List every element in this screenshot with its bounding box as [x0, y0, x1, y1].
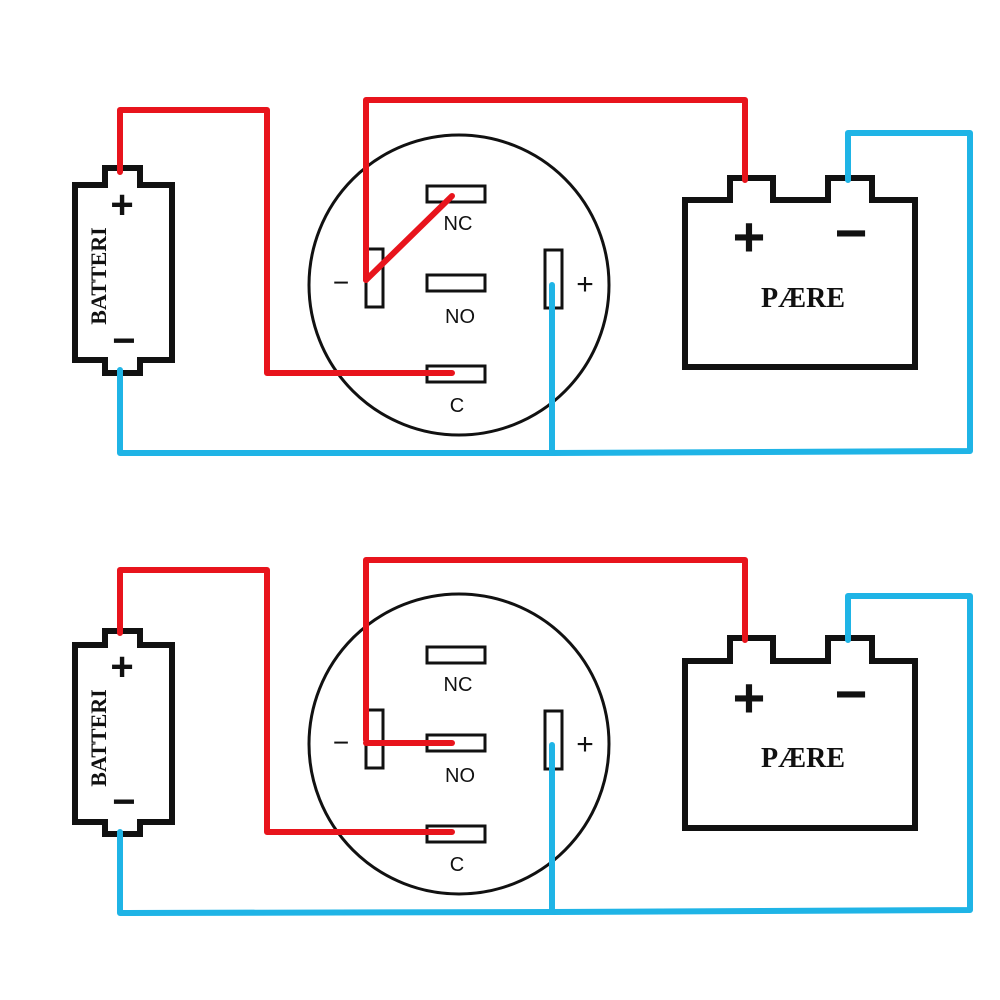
battery-label: BATTERI	[86, 689, 111, 786]
switch-plus-sign: +	[576, 728, 594, 761]
battery-minus-sign: −	[112, 319, 135, 363]
lamp-plus-sign: +	[733, 666, 766, 729]
switch-label-nc: NC	[444, 213, 473, 235]
switch-label-c: C	[450, 854, 464, 876]
lamp-body	[682, 635, 918, 831]
lamp-body	[682, 175, 918, 370]
wire-switch-minus-to-nc	[363, 193, 455, 283]
switch-label-no: NO	[445, 765, 475, 787]
lamp-label: PÆRE	[761, 743, 845, 774]
wire-battery-minus-return	[117, 593, 973, 916]
lamp: + − PÆRE	[682, 175, 918, 370]
wire-switch-minus-to-lamp-plus	[363, 97, 748, 283]
switch: NC NO C − +	[307, 592, 611, 896]
lamp: + − PÆRE	[682, 635, 918, 831]
switch-plus-sign: +	[576, 268, 594, 301]
battery: + − BATTERI	[72, 628, 175, 837]
battery-body	[72, 628, 175, 837]
battery: + − BATTERI	[72, 165, 175, 376]
wire-switch-minus-to-lamp-plus	[363, 557, 748, 743]
diagram-no: + − BATTERI NC NO C − + + − PÆRE	[72, 557, 973, 916]
switch-terminal-nc	[425, 645, 487, 665]
wire-battery-minus-return	[117, 130, 973, 456]
switch-label-nc: NC	[444, 674, 473, 696]
negative-wires	[117, 593, 973, 916]
positive-wires	[117, 557, 748, 835]
lamp-minus-sign: −	[835, 662, 868, 725]
switch-body	[307, 592, 611, 896]
switch-minus-sign: −	[333, 727, 349, 758]
switch-label-c: C	[450, 395, 464, 417]
battery-label: BATTERI	[86, 227, 111, 324]
lamp-minus-sign: −	[835, 201, 868, 264]
wire-battery-plus-to-c	[117, 567, 455, 835]
switch-minus-sign: −	[333, 267, 349, 298]
negative-wires	[117, 130, 973, 456]
battery-plus-sign: +	[110, 183, 133, 227]
battery-minus-sign: −	[112, 780, 135, 824]
switch: NC NO C − +	[307, 133, 611, 437]
switch-terminal-no	[425, 273, 487, 293]
lamp-plus-sign: +	[733, 205, 766, 268]
positive-wires	[117, 97, 748, 376]
switch-label-no: NO	[445, 306, 475, 328]
battery-body	[72, 165, 175, 376]
lamp-label: PÆRE	[761, 283, 845, 314]
switch-body	[307, 133, 611, 437]
battery-plus-sign: +	[110, 645, 133, 689]
diagram-nc: + − BATTERI NC NO C − + + − PÆRE	[72, 97, 973, 456]
switch-terminal-nc	[425, 184, 487, 204]
wire-battery-plus-to-c	[117, 107, 455, 376]
